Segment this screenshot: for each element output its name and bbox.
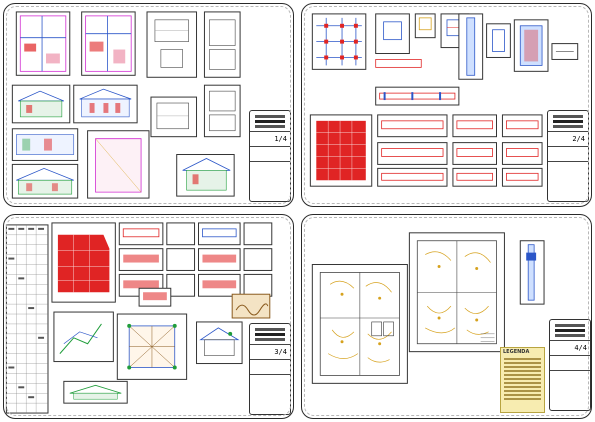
- water-supply-plan: [51, 222, 116, 303]
- septic-tank-detail: [231, 293, 271, 319]
- hydraulic-drawings: [5, 222, 273, 414]
- drainage-plan: [116, 313, 188, 380]
- distribution-panel-detail: [519, 240, 545, 305]
- foundation-grid-plan: [311, 13, 367, 70]
- sheet-number: 1/4: [250, 132, 290, 147]
- site-plan: [87, 130, 150, 199]
- side-elevations: [11, 128, 79, 199]
- title-block-structural: 2/4: [547, 110, 589, 202]
- sections-frame-2: [203, 11, 241, 138]
- architectural-drawings: [11, 11, 241, 199]
- sheet-number: 3/4: [250, 345, 290, 360]
- column-details: [458, 13, 579, 80]
- title-block-logo: [550, 320, 590, 341]
- sections-frame-1: [146, 11, 198, 138]
- isometric-piping: [53, 311, 114, 363]
- detail-elevation: [176, 154, 235, 197]
- elevation-hydraulic: [63, 380, 128, 404]
- sheet-number: 2/4: [548, 132, 588, 147]
- structural-drawings: [309, 13, 579, 187]
- title-block-logo: [250, 324, 290, 345]
- title-block-hydraulic: 3/4: [249, 323, 291, 415]
- upper-floor-electrical-plan: [408, 232, 505, 353]
- beam-elevation: [375, 86, 460, 106]
- roof-drainage-section: [196, 321, 243, 365]
- front-elevations: [11, 84, 138, 124]
- pipe-details: [118, 222, 273, 307]
- sheet-number: 4/4: [550, 341, 590, 356]
- quantity-table: [5, 224, 49, 414]
- electrical-drawings: [311, 232, 545, 384]
- sheet-architectural: 1/4: [3, 3, 294, 207]
- title-block-electrical: 4/4: [549, 319, 591, 411]
- upper-floor-plan: [81, 11, 136, 76]
- beam-schedule: [377, 114, 543, 187]
- title-block-logo: [250, 111, 290, 132]
- sheet-electrical: 4/4 LEGENDA: [301, 214, 592, 419]
- legend-header: LEGENDA: [503, 349, 530, 355]
- electrical-legend: LEGENDA: [500, 347, 545, 413]
- footing-details: [375, 13, 470, 68]
- title-block-logo: [548, 111, 588, 132]
- title-block-architectural: 1/4: [249, 110, 291, 202]
- ground-floor-plan: [15, 11, 71, 76]
- slab-reinforcement-plan: [309, 114, 373, 187]
- sheet-structural: 2/4: [301, 3, 592, 207]
- sheet-hydraulic: 3/4: [3, 214, 294, 419]
- ground-floor-electrical-plan: [311, 264, 408, 384]
